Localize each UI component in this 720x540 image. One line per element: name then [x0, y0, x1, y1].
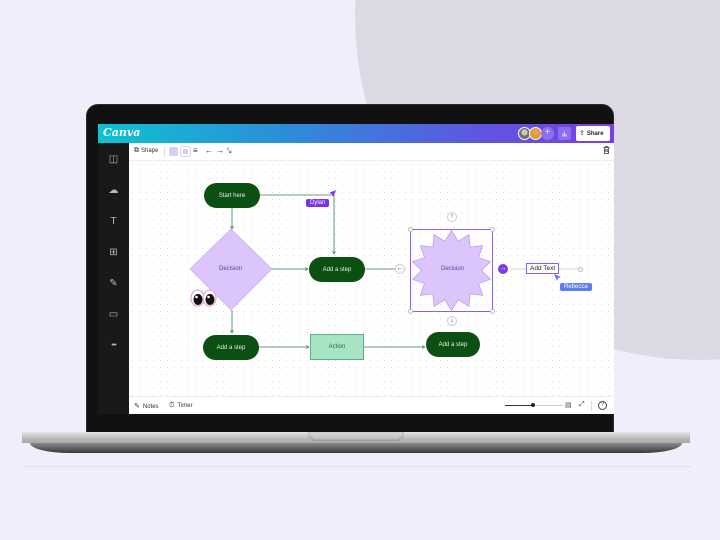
shape-button[interactable]: ⧉Shape: [134, 147, 158, 155]
connector-style-icon[interactable]: ⤥: [227, 146, 232, 155]
shape-label: Shape: [141, 148, 159, 154]
canva-logo[interactable]: Canva: [103, 126, 141, 139]
step-node[interactable]: Add a step: [203, 335, 259, 360]
header-bar: Canva + ⇪Share: [98, 124, 614, 143]
selection-box[interactable]: [410, 229, 493, 312]
fill-color-swatch[interactable]: [169, 147, 178, 156]
zoom-slider-fill: [505, 405, 533, 406]
bottom-divider: [591, 401, 592, 411]
step-node[interactable]: Add a step: [309, 257, 365, 282]
floor-line: [24, 466, 692, 467]
share-icon: ⇪: [579, 130, 585, 137]
shape-icon: ⧉: [134, 147, 139, 154]
arrow-left-icon: ←: [396, 265, 404, 272]
sidebar-item-design[interactable]: ◫: [107, 153, 120, 166]
help-icon[interactable]: ?: [598, 401, 607, 410]
context-toolbar: ⧉Shape ≡ ← → ⤥: [129, 143, 614, 161]
start-node[interactable]: Start here: [204, 183, 260, 208]
cloud-upload-icon: ☁: [108, 185, 119, 196]
laptop-base-bottom: [30, 443, 682, 453]
sidebar-item-uploads[interactable]: ☁: [107, 184, 120, 197]
decision-label[interactable]: Decision: [219, 266, 243, 272]
collaborator-cursor-tag: Dylan: [306, 199, 330, 207]
notes-label: Notes: [142, 404, 159, 410]
sidebar-item-text[interactable]: T: [107, 215, 120, 228]
share-label: Share: [586, 131, 604, 137]
connect-left-button[interactable]: ←: [395, 264, 405, 274]
arrow-right-icon: →: [499, 265, 507, 272]
add-collaborator-button[interactable]: +: [541, 127, 554, 140]
more-icon: •••: [111, 342, 116, 349]
sidebar-item-elements[interactable]: ⊞: [107, 246, 120, 259]
resize-handle[interactable]: [490, 309, 495, 314]
app-screen: Canva + ⇪Share ◫ ☁ T ⊞ ✎ ▭ ••• ⧉Shape ≡ …: [98, 124, 614, 414]
arrow-up-icon: ↑: [450, 213, 454, 220]
arrow-start-icon[interactable]: ←: [205, 146, 213, 155]
sidebar-item-more[interactable]: •••: [107, 339, 120, 352]
decision-label[interactable]: Decision: [441, 266, 465, 272]
zoom-slider[interactable]: [505, 403, 563, 407]
resize-handle[interactable]: [490, 227, 495, 232]
trash-icon: [603, 146, 610, 154]
timer-button[interactable]: ⏱Timer: [169, 402, 193, 410]
connect-right-button[interactable]: →: [498, 264, 508, 274]
laptop-notch: [308, 432, 404, 441]
delete-button[interactable]: [603, 146, 610, 156]
decision-diamond: [189, 228, 273, 311]
sidebar-item-projects[interactable]: ▭: [107, 308, 120, 321]
arrow-down-icon: ↓: [450, 317, 454, 324]
action-node[interactable]: Action: [310, 334, 364, 360]
bottom-bar: ✎Notes ⏱Timer ▤ ⤢ ?: [129, 396, 614, 414]
step-node-label: Add a step: [216, 344, 246, 351]
collaborator-cursor-tag: Rebecca: [560, 283, 592, 291]
bar-chart-icon: [562, 131, 567, 137]
connect-down-button[interactable]: ↓: [447, 316, 457, 326]
shapes-icon: ⊞: [109, 247, 118, 258]
action-node-label: Action: [328, 344, 346, 350]
start-node-label: Start here: [218, 192, 246, 199]
text-icon: T: [110, 216, 117, 227]
share-button[interactable]: ⇪Share: [576, 126, 610, 141]
fullscreen-icon[interactable]: ⤢: [579, 401, 585, 408]
connectors: [189, 194, 579, 396]
eyes-sticker-icon[interactable]: [190, 287, 218, 311]
sidebar-item-draw[interactable]: ✎: [107, 277, 120, 290]
decision-starburst: [411, 229, 492, 312]
layout-icon: ◫: [108, 154, 119, 165]
border-color-swatch[interactable]: [180, 146, 191, 157]
folder-icon: ▭: [108, 309, 119, 320]
connect-up-button[interactable]: ↑: [447, 212, 457, 222]
resize-handle[interactable]: [408, 227, 413, 232]
step-node-label: Add a step: [322, 266, 352, 273]
timer-icon: ⏱: [169, 402, 175, 409]
notes-icon: ✎: [134, 403, 140, 410]
pencil-icon: ✎: [109, 278, 118, 289]
insights-button[interactable]: [558, 127, 571, 140]
step-node[interactable]: Add a step: [426, 332, 480, 357]
timer-label: Timer: [177, 403, 193, 409]
toolbar-divider: [164, 147, 165, 157]
arrow-end-icon[interactable]: →: [216, 146, 224, 155]
line-weight-icon[interactable]: ≡: [193, 146, 198, 155]
zoom-slider-knob[interactable]: [531, 403, 535, 407]
add-text-box[interactable]: Add Text: [526, 263, 560, 274]
whiteboard-canvas[interactable]: Start here Decision Add a step Add a ste…: [129, 161, 614, 396]
sidebar: ◫ ☁ T ⊞ ✎ ▭ •••: [98, 143, 129, 414]
cursor-icon: [554, 274, 561, 281]
resize-handle[interactable]: [408, 309, 413, 314]
notes-button[interactable]: ✎Notes: [134, 402, 159, 410]
cursor-icon: [329, 190, 336, 197]
step-node-label: Add a step: [438, 341, 468, 348]
grid-view-icon[interactable]: ▤: [565, 402, 572, 409]
connector-end-handle[interactable]: [578, 267, 583, 272]
plus-icon: +: [544, 127, 551, 138]
